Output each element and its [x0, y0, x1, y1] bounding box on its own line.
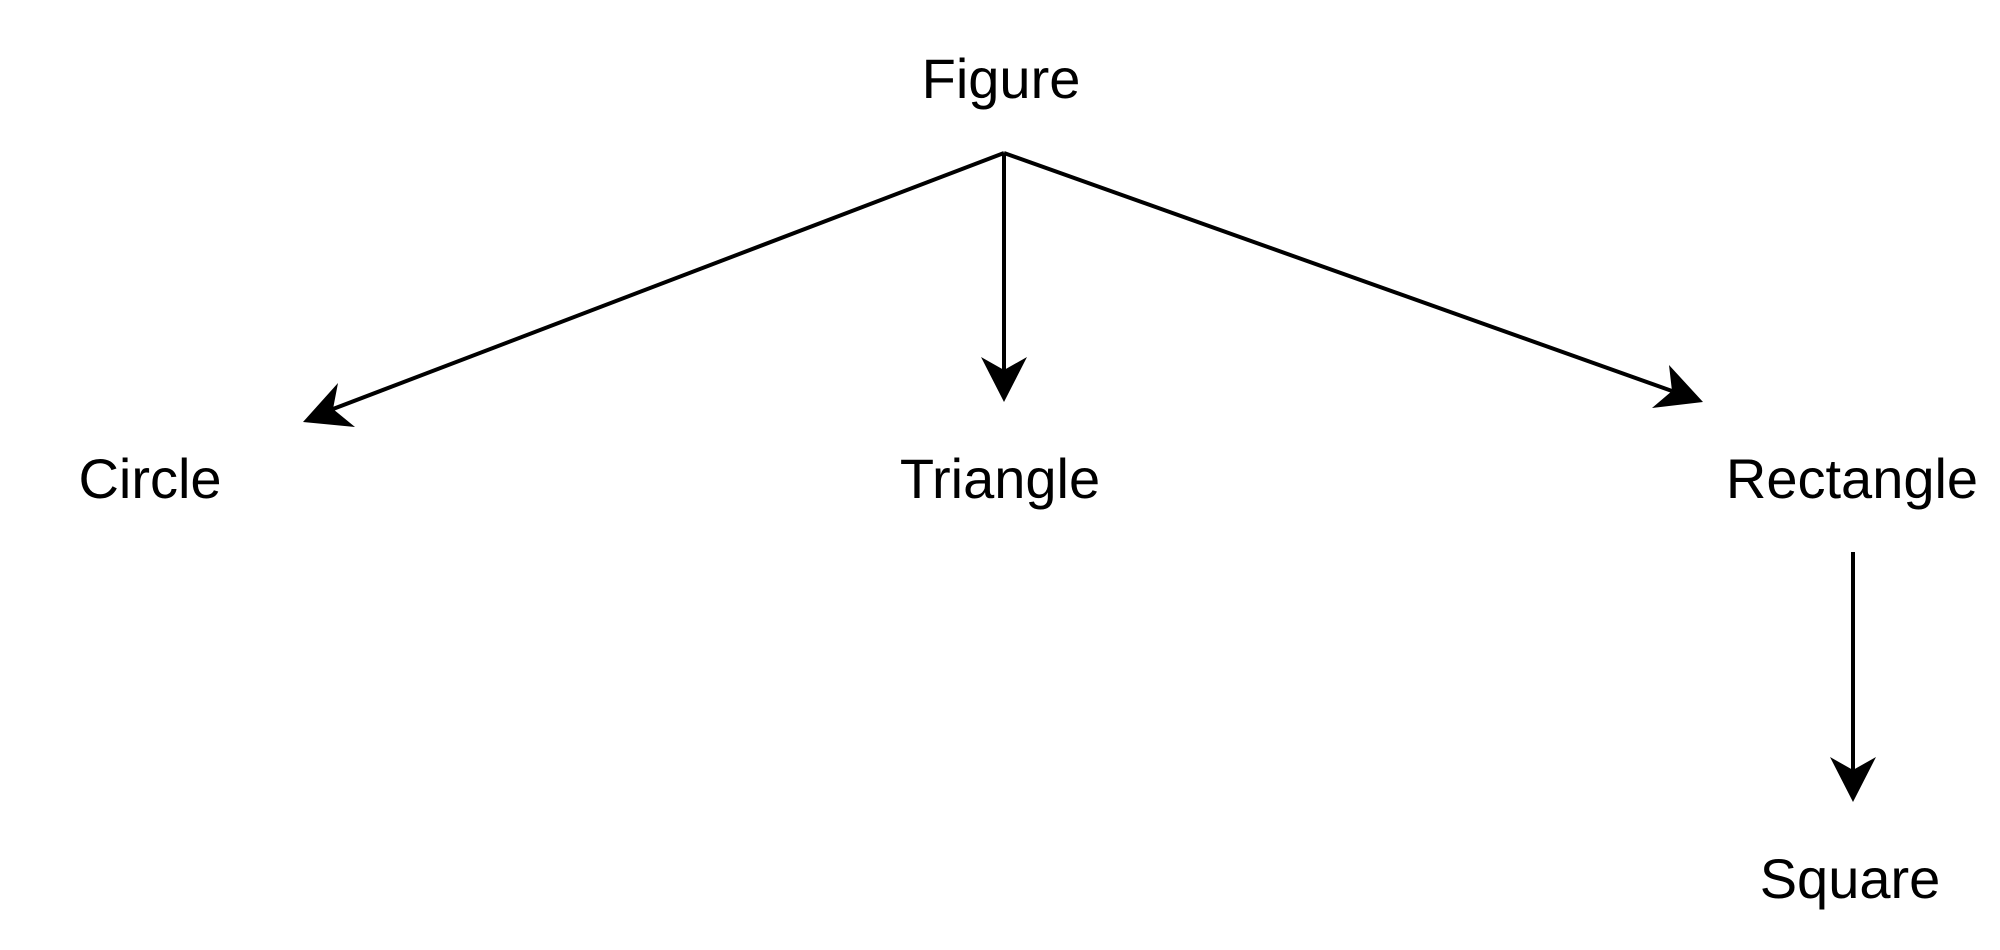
node-triangle: Triangle	[900, 447, 1100, 510]
arrowhead-circle	[303, 383, 355, 427]
node-square: Square	[1760, 847, 1941, 910]
node-figure: Figure	[922, 47, 1081, 110]
edge-figure-to-circle	[303, 151, 1005, 427]
edge-figure-to-triangle	[981, 153, 1027, 402]
node-circle: Circle	[78, 447, 221, 510]
node-rectangle: Rectangle	[1726, 447, 1978, 510]
edges	[303, 151, 1876, 802]
nodes: Figure Circle Triangle Rectangle Square	[78, 47, 1978, 910]
arrowhead-rectangle	[1652, 365, 1703, 408]
arrowhead-triangle	[981, 357, 1027, 402]
edge-rectangle-to-square	[1830, 552, 1876, 802]
arrowhead-square	[1830, 757, 1876, 802]
edge-figure-to-rectangle	[1003, 151, 1703, 408]
